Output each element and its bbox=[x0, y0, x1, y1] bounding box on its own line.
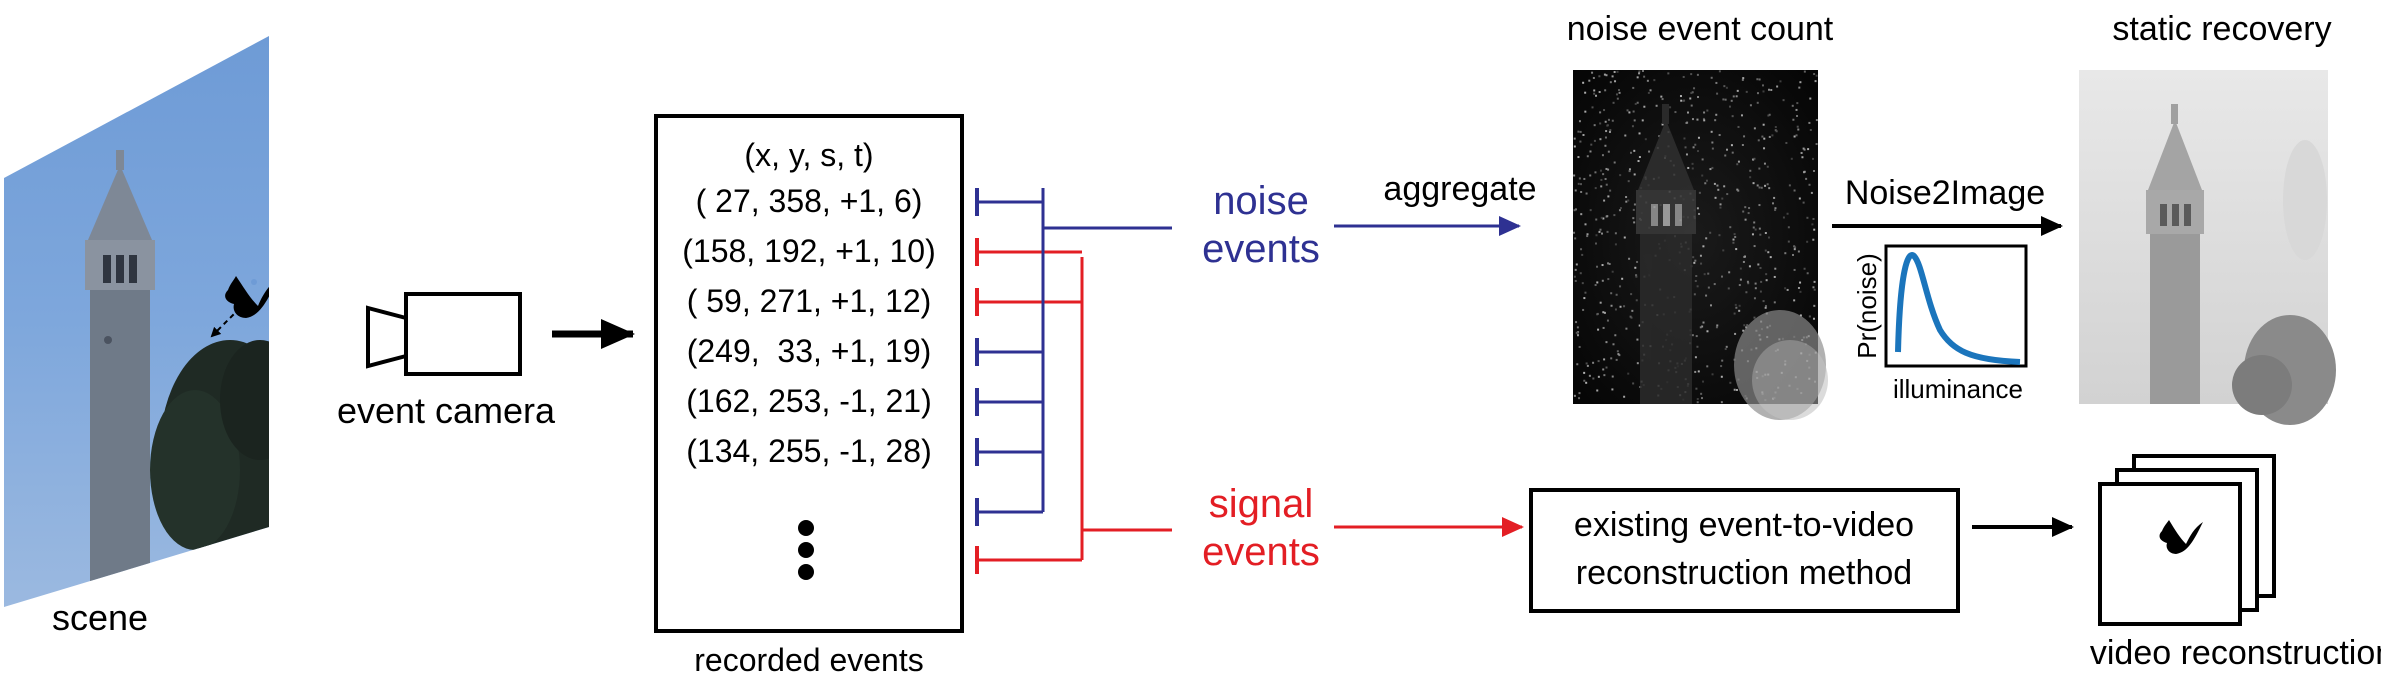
tree-silhouette bbox=[150, 340, 269, 560]
noise-count-image bbox=[1573, 70, 1828, 420]
recovery-title: static recovery bbox=[2112, 10, 2331, 48]
event-row: ( 27, 358, +1, 6) bbox=[696, 183, 923, 219]
inset-plot: Pr(noise) illuminance bbox=[1852, 244, 2028, 404]
scene-photo bbox=[4, 36, 269, 607]
camera-icon bbox=[366, 292, 522, 376]
inset-ylabel: Pr(noise) bbox=[1852, 253, 1882, 358]
event-row: (134, 255, -1, 28) bbox=[686, 433, 931, 469]
noise2image-label: Noise2Image bbox=[1845, 174, 2045, 212]
static-recovery-image bbox=[2079, 70, 2336, 425]
event-row: (158, 192, +1, 10) bbox=[682, 233, 936, 269]
signal-label-line1: signal bbox=[1209, 482, 1314, 526]
bird-icon-frame bbox=[2159, 520, 2203, 554]
video-frames-stack bbox=[2098, 454, 2276, 626]
scene-label: scene bbox=[52, 597, 148, 638]
events-header: (x, y, s, t) bbox=[744, 137, 873, 173]
e2v-method-box bbox=[1529, 488, 1960, 613]
ellipsis-icon bbox=[798, 520, 814, 580]
event-row: (162, 253, -1, 21) bbox=[686, 383, 931, 419]
noise-count-title: noise event count bbox=[1567, 10, 1834, 48]
noise-label-line2: events bbox=[1202, 227, 1320, 271]
event-row: ( 59, 271, +1, 12) bbox=[687, 283, 932, 319]
events-caption: recorded events bbox=[694, 642, 923, 678]
bird-motion-arrow bbox=[210, 307, 241, 338]
noise-label-line1: noise bbox=[1213, 179, 1309, 223]
event-ticks bbox=[975, 188, 1082, 574]
event-rows: ( 27, 358, +1, 6) (158, 192, +1, 10) ( 59,… bbox=[682, 183, 936, 469]
signal-label-line2: events bbox=[1202, 530, 1320, 574]
bird-icon bbox=[225, 276, 269, 318]
e2v-method-line2: reconstruction method bbox=[1576, 554, 1912, 592]
e2v-method-line1: existing event-to-video bbox=[1574, 506, 1914, 544]
aggregate-label: aggregate bbox=[1383, 170, 1536, 208]
camera-label: event camera bbox=[337, 390, 556, 431]
tower-silhouette bbox=[85, 150, 155, 607]
video-output-caption: video reconstruction bbox=[2090, 634, 2381, 672]
inset-xlabel: illuminance bbox=[1893, 374, 2023, 404]
inset-curve bbox=[1895, 252, 2021, 365]
event-row: (249, 33, +1, 19) bbox=[687, 333, 932, 369]
